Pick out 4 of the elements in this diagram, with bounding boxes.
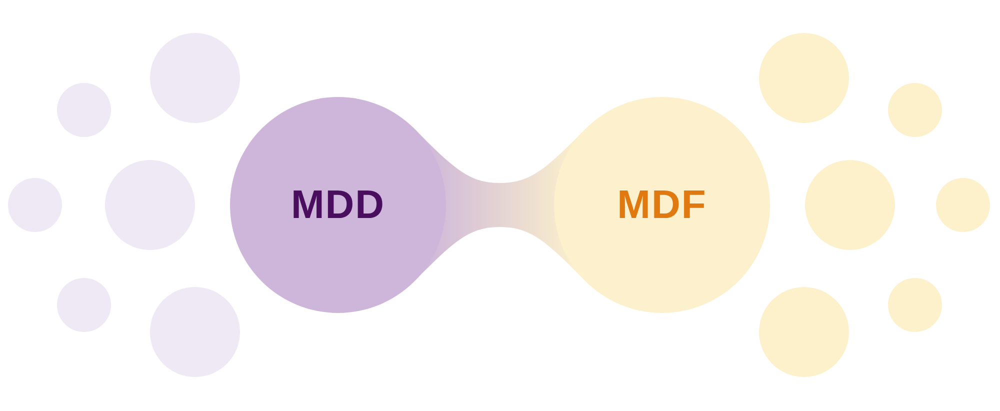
small-bubble [936, 178, 990, 232]
bubble-label: MDF [617, 182, 707, 228]
small-bubble [888, 278, 942, 332]
bubble-label: MDD [290, 182, 386, 228]
